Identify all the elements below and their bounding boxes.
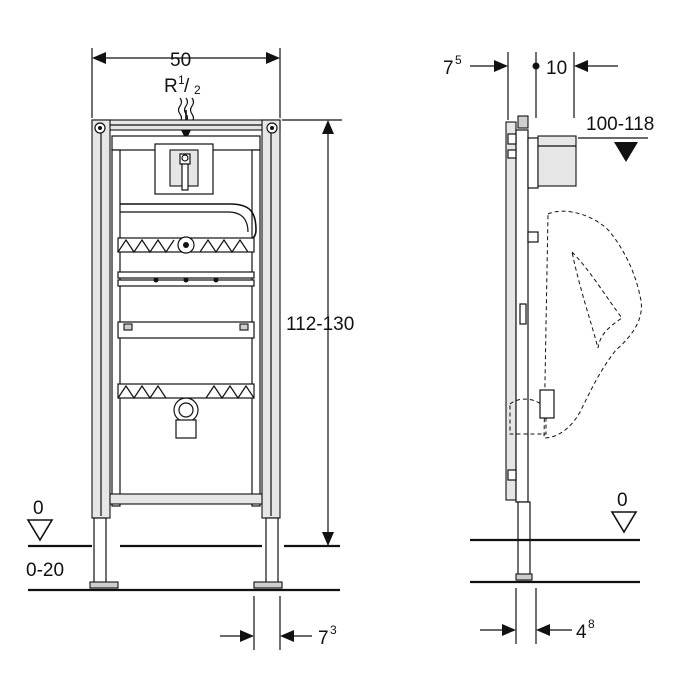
height-arrow-top <box>322 120 334 134</box>
floor-adjust-label: 0-20 <box>26 560 64 581</box>
thread-label: R <box>164 76 178 97</box>
wall-offset-label: 7 <box>443 58 454 79</box>
flush-bracket <box>120 203 257 243</box>
outlet-height-label: 100-118 <box>586 114 654 135</box>
water-wave-3 <box>189 97 195 123</box>
outlet-block <box>539 389 555 419</box>
supply-head <box>537 135 577 187</box>
outlet-pipe <box>175 419 197 439</box>
water-wave-2 <box>183 97 189 123</box>
mid-rail-1 <box>117 271 255 279</box>
foot-arrow-right <box>280 630 294 642</box>
lower-rail <box>117 321 255 339</box>
thread-sup: 1 <box>178 73 185 87</box>
wall-offset-sup: 5 <box>455 53 462 67</box>
outlet-height-triangle <box>614 142 638 162</box>
foot-offset-label: 7 <box>318 628 329 649</box>
side-frame-back <box>505 121 517 501</box>
wall-offset-arrow <box>494 60 508 72</box>
height-arrow-bottom <box>322 532 334 546</box>
bottom-crossbar <box>109 493 263 505</box>
foot-right <box>265 517 279 587</box>
depth-label: 10 <box>546 58 567 79</box>
urinal-outline <box>543 210 642 439</box>
foot-arrow-left <box>240 630 254 642</box>
width-arrow-left <box>92 52 106 64</box>
front-view: 50 R 1 / 2 <box>26 48 354 650</box>
side-foot-arrow-right <box>536 624 550 636</box>
side-floor-label: 0 <box>617 490 628 511</box>
foot-offset-sup: 3 <box>330 623 337 637</box>
depth-arrow <box>574 60 588 72</box>
thread-sub: 2 <box>194 83 201 97</box>
side-foot-arrow-left <box>502 624 516 636</box>
side-foot-label: 4 <box>576 622 587 643</box>
front-floor-label: 0 <box>33 498 44 519</box>
height-label: 112-130 <box>286 314 354 335</box>
width-label: 50 <box>170 50 191 71</box>
side-view: 7 5 10 100-118 <box>443 52 654 644</box>
width-arrow-right <box>266 52 280 64</box>
water-wave-1 <box>177 97 183 123</box>
depth-dot <box>532 62 540 70</box>
foot-left <box>93 517 107 587</box>
thread-slash: / <box>184 76 190 97</box>
side-floor-triangle <box>610 511 638 534</box>
front-floor-triangle <box>26 519 54 542</box>
side-foot-sup: 8 <box>588 617 595 631</box>
